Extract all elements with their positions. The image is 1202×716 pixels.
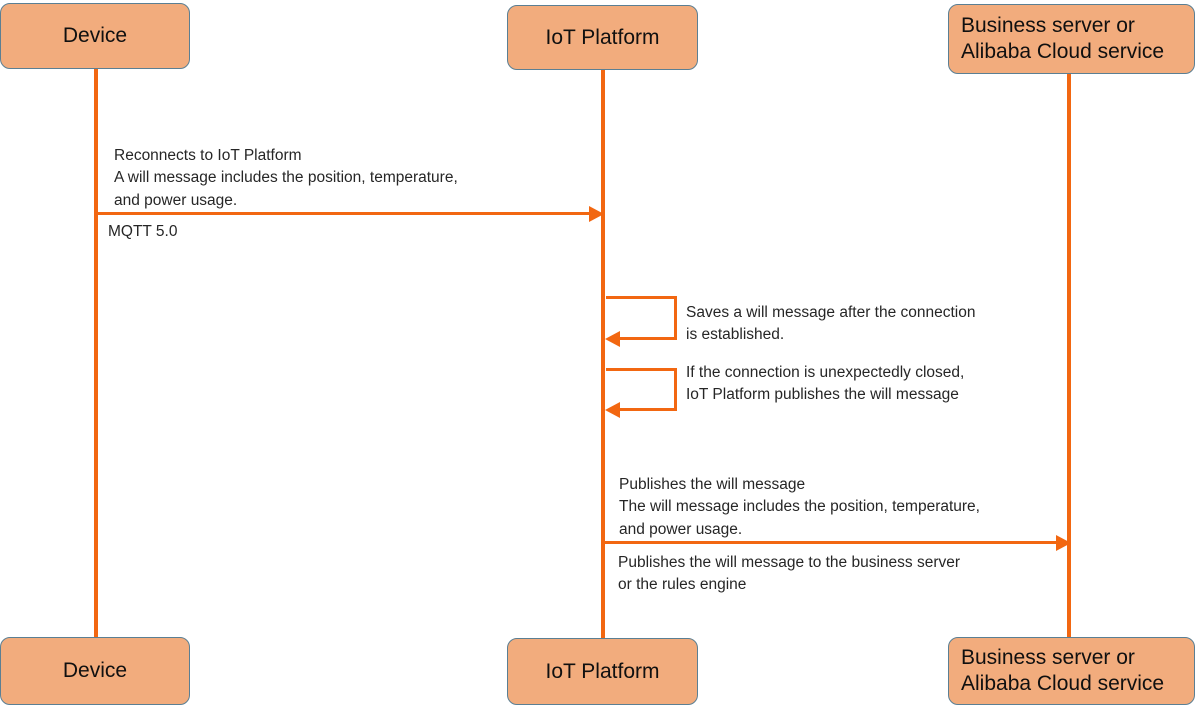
participant-label-iot-platform-top: IoT Platform bbox=[545, 25, 660, 49]
message-origin-tick-reconnect bbox=[95, 203, 98, 223]
participant-label-device-bottom: Device bbox=[62, 659, 128, 682]
message-origin-tick-publish-will-message bbox=[602, 532, 605, 552]
participant-box-iot-platform-bottom[interactable]: IoT Platform bbox=[507, 638, 698, 705]
selfloop-bottom-line-publish-on-close bbox=[618, 408, 677, 411]
lifeline-device bbox=[94, 68, 98, 640]
selfloop-top-line-save-will-message bbox=[606, 296, 677, 299]
lifeline-iot-platform bbox=[601, 70, 605, 640]
message-label-reconnect-above: Reconnects to IoT Platform A will messag… bbox=[114, 147, 458, 209]
selfloop-top-line-publish-on-close bbox=[606, 368, 677, 371]
selfloop-arrowhead-save-will-message bbox=[605, 330, 620, 347]
selfloop-arrowhead-publish-on-close bbox=[605, 401, 620, 418]
lifeline-business-server bbox=[1067, 73, 1071, 640]
message-label-publish-will-message-below: Publishes the will message to the busine… bbox=[618, 554, 961, 594]
participant-label-business-server-top: Business server or Alibaba Cloud service bbox=[961, 14, 1165, 63]
message-label-publish-will-message-above: Publishes the will message The will mess… bbox=[619, 476, 980, 538]
participant-box-iot-platform-top[interactable]: IoT Platform bbox=[507, 5, 698, 70]
participant-box-device-bottom[interactable]: Device bbox=[0, 637, 190, 705]
participant-box-business-server-bottom[interactable]: Business server or Alibaba Cloud service bbox=[948, 637, 1195, 705]
participant-box-business-server-top[interactable]: Business server or Alibaba Cloud service bbox=[948, 4, 1195, 74]
participant-label-iot-platform-bottom: IoT Platform bbox=[545, 659, 660, 683]
participant-label-business-server-bottom: Business server or Alibaba Cloud service bbox=[961, 646, 1165, 695]
message-label-publish-on-close: If the connection is unexpectedly closed… bbox=[686, 364, 965, 404]
message-line-publish-will-message bbox=[602, 541, 1062, 544]
participant-label-device-top: Device bbox=[62, 24, 128, 47]
message-arrowhead-reconnect bbox=[589, 205, 604, 222]
selfloop-right-line-publish-on-close bbox=[674, 368, 677, 410]
message-arrowhead-publish-will-message bbox=[1056, 534, 1071, 551]
message-label-reconnect-below: MQTT 5.0 bbox=[108, 223, 178, 240]
participant-box-device-top[interactable]: Device bbox=[0, 3, 190, 69]
selfloop-bottom-line-save-will-message bbox=[618, 337, 677, 340]
selfloop-right-line-save-will-message bbox=[674, 296, 677, 339]
message-label-save-will-message: Saves a will message after the connectio… bbox=[686, 304, 976, 344]
message-line-reconnect bbox=[95, 212, 589, 215]
